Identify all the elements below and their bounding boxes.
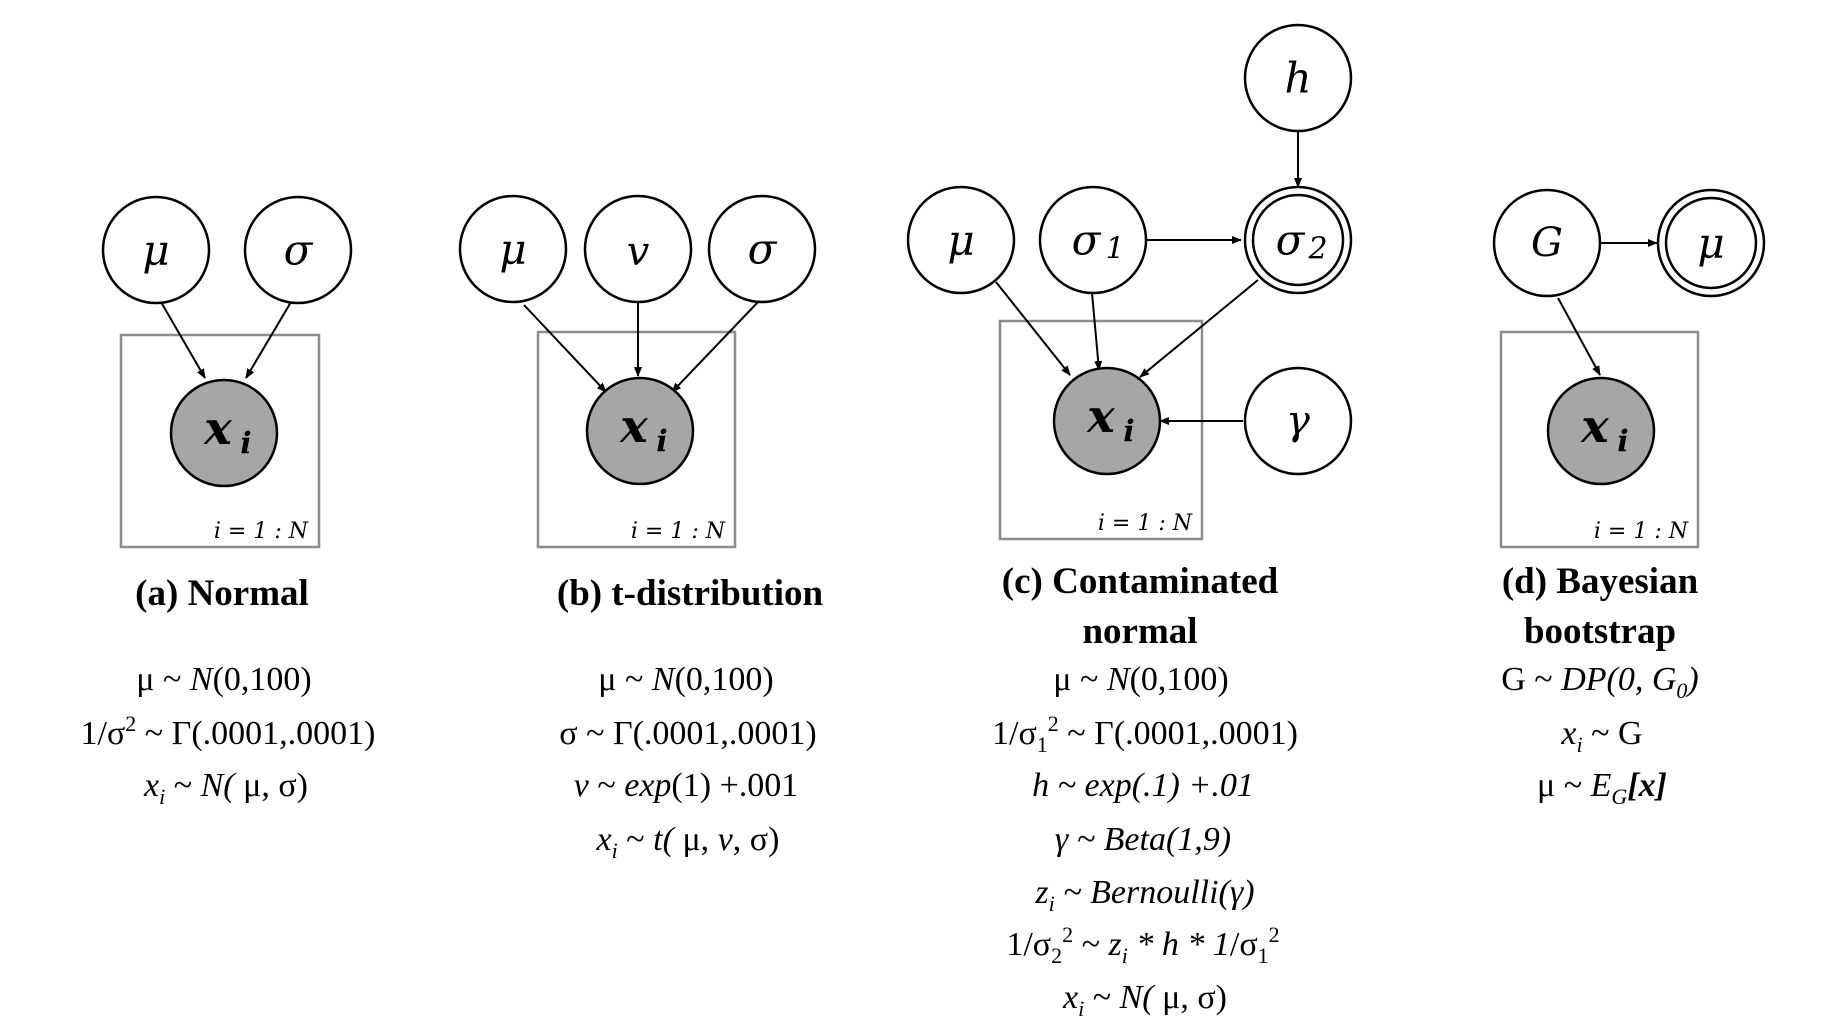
caption-d-line2: bootstrap [1524, 611, 1676, 652]
eq-c-6: 1/σ22 ~ zi * h * 1/σ12 [1006, 922, 1279, 968]
svg-text:v: v [627, 229, 650, 275]
eq-b-1: μ ~ N(0,100) [598, 661, 773, 698]
caption-a: (a) Normal [135, 573, 309, 614]
svg-text:σ: σ [1276, 216, 1306, 265]
plate-b [536, 330, 737, 549]
edge-mu-x-b [523, 304, 607, 393]
node-sigma1: σ 1 [1038, 185, 1148, 295]
panel-a-normal: i = 1 : N μ σ x i (a) Normal μ ~ N(0,100… [81, 195, 376, 809]
node-x-observed-b: x i [585, 376, 695, 486]
eq-b-3: v ~ exp(1) +.001 [574, 767, 799, 804]
edge-sigma2-x-c [1139, 279, 1259, 378]
node-x-observed-d: x i [1546, 376, 1656, 486]
svg-text:1: 1 [1105, 232, 1124, 267]
edge-sigma-x-b [671, 301, 759, 393]
svg-text:x: x [1086, 389, 1115, 443]
svg-text:x: x [203, 401, 232, 455]
edge-sigma1-x-c [1091, 292, 1103, 371]
eq-c-1: μ ~ N(0,100) [1053, 661, 1228, 698]
node-x-observed-c: x i [1052, 366, 1162, 476]
edge-mu-x-a [160, 301, 206, 379]
plate-label-a: i = 1 : N [214, 519, 309, 544]
svg-text:σ: σ [748, 225, 778, 274]
plate-d [1499, 330, 1700, 549]
node-mu-c: μ [906, 185, 1016, 295]
plate-a [119, 333, 321, 549]
plate-label-b: i = 1 : N [631, 519, 726, 544]
svg-text:μ: μ [499, 225, 526, 274]
svg-text:i: i [240, 427, 251, 462]
node-mu-a: μ [101, 195, 211, 305]
node-G: G [1492, 188, 1602, 298]
plate-label-c: i = 1 : N [1098, 511, 1193, 536]
node-x-observed-a: x i [169, 378, 279, 488]
eq-a-2: 1/σ2 ~ Γ(.0001,.0001) [81, 711, 376, 752]
eq-d-2: xi ~ G [1560, 715, 1642, 757]
edge-mu-x-c [995, 281, 1071, 376]
plate-c [998, 319, 1204, 541]
svg-text:i: i [1123, 415, 1134, 450]
panel-b-t-distribution: i = 1 : N μ v σ x i (b) t-distribution μ… [458, 194, 824, 863]
eq-a-3: xi ~ N( μ, σ) [143, 767, 308, 809]
edge-G-x-d [1557, 297, 1601, 376]
eq-c-5: zi ~ Bernoulli(γ) [1034, 874, 1254, 916]
svg-text:σ: σ [284, 226, 314, 275]
node-sigma-b: σ [707, 194, 817, 304]
eq-b-4: xi ~ t( μ, v, σ) [596, 821, 780, 863]
svg-text:γ: γ [1286, 398, 1310, 444]
svg-text:μ: μ [947, 216, 974, 265]
plate-label-d: i = 1 : N [1594, 519, 1689, 544]
eq-a-1: μ ~ N(0,100) [136, 661, 311, 698]
node-nu-b: v [583, 194, 693, 304]
panel-d-bayesian-bootstrap: i = 1 : N G μ x i (d) Bayesian bootstrap… [1492, 188, 1766, 809]
eq-b-2: σ ~ Γ(.0001,.0001) [559, 715, 817, 752]
svg-text:h: h [1284, 54, 1311, 103]
svg-text:G: G [1531, 220, 1563, 266]
caption-c-line1: (c) Contaminated [1002, 561, 1279, 602]
eq-c-4: γ ~ Beta(1,9) [1055, 821, 1231, 858]
eq-c-2: 1/σ12 ~ Γ(.0001,.0001) [992, 711, 1298, 757]
eq-c-7: xi ~ N( μ, σ) [1062, 979, 1227, 1021]
svg-text:x: x [619, 399, 648, 453]
panel-c-contaminated-normal: i = 1 : N h μ σ 1 σ 2 γ [906, 23, 1353, 1021]
eq-d-3: μ ~ EG[x] [1537, 767, 1667, 809]
svg-text:2: 2 [1307, 232, 1327, 267]
svg-text:μ: μ [1697, 219, 1724, 268]
caption-c-line2: normal [1082, 611, 1197, 652]
caption-d-line1: (d) Bayesian [1502, 561, 1699, 602]
svg-text:x: x [1580, 399, 1609, 453]
node-h: h [1243, 23, 1353, 133]
edge-sigma-x-a [245, 301, 292, 379]
svg-text:μ: μ [142, 226, 169, 275]
node-mu-deterministic-d: μ [1656, 188, 1766, 298]
node-gamma: γ [1243, 366, 1353, 476]
eq-c-3: h ~ exp(.1) +.01 [1032, 767, 1254, 804]
node-sigma2-deterministic: σ 2 [1243, 185, 1353, 295]
caption-b: (b) t-distribution [557, 573, 824, 614]
svg-text:i: i [656, 425, 667, 460]
node-mu-b: μ [458, 194, 568, 304]
eq-d-1: G ~ DP(0, G0) [1501, 661, 1698, 703]
svg-text:i: i [1617, 425, 1628, 460]
svg-text:σ: σ [1072, 216, 1102, 265]
node-sigma-a: σ [243, 195, 353, 305]
